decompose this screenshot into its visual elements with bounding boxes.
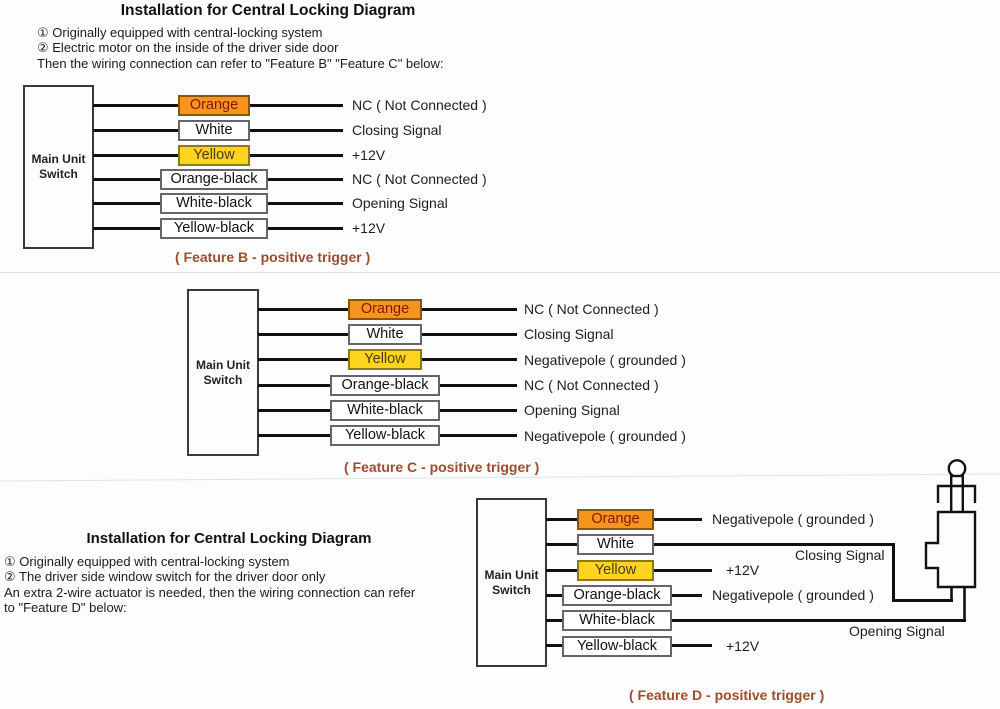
main-unit-label: Main Unit	[196, 357, 250, 372]
wire-function-label: Closing Signal	[352, 122, 442, 138]
wire-color-box-orange: Orange	[348, 299, 422, 320]
wire-color-box-orange-black: Orange-black	[330, 375, 440, 396]
wire-function-label: +12V	[352, 220, 386, 236]
wire-color-box-white-black: White-black	[160, 193, 268, 214]
wire-function-label: Negativepole ( grounded )	[524, 352, 686, 368]
main-unit-switch-box: Main Unit Switch	[187, 289, 259, 456]
wire-function-label: Closing Signal	[524, 326, 614, 342]
wire-color-box-white: White	[178, 120, 250, 141]
wire-function-label: Opening Signal	[352, 195, 448, 211]
main-unit-label: Switch	[39, 167, 78, 181]
feature-c-caption: ( Feature C - positive trigger )	[344, 459, 540, 475]
wire-line	[892, 599, 953, 602]
note-line: An extra 2-wire actuator is needed, then…	[4, 585, 416, 600]
wire-color-box-yellow: Yellow	[348, 349, 422, 370]
main-unit-label: Main Unit	[484, 567, 539, 582]
wire-function-label: NC ( Not Connected )	[524, 377, 659, 393]
wire-color-box-white: White	[348, 324, 422, 345]
note-line: Then the wiring connection can refer to …	[37, 56, 444, 71]
wire-color-box-orange: Orange	[577, 509, 654, 530]
wire-line	[546, 619, 966, 622]
wire-color-box-white-black: White-black	[562, 610, 672, 631]
wire-function-label: NC ( Not Connected )	[524, 301, 659, 317]
separator-line	[0, 272, 1000, 273]
wire-color-box-orange-black: Orange-black	[160, 169, 268, 190]
wire-function-label: +12V	[726, 562, 760, 578]
wire-function-label: Closing Signal	[795, 547, 885, 563]
note-line: ② The driver side window switch for the …	[4, 569, 326, 584]
main-unit-label: Switch	[203, 372, 243, 387]
main-unit-switch-box: Main Unit Switch	[476, 498, 547, 667]
wire-color-box-white-black: White-black	[330, 400, 440, 421]
wire-function-label: Opening Signal	[524, 402, 620, 418]
wire-line	[546, 543, 895, 546]
wire-function-label: Opening Signal	[849, 623, 945, 639]
wire-function-label: NC ( Not Connected )	[352, 171, 487, 187]
wire-color-box-yellow-black: Yellow-black	[330, 425, 440, 446]
note-line: to "Feature D" below:	[4, 600, 127, 615]
wire-function-label: Negativepole ( grounded )	[712, 511, 874, 527]
feature-b-caption: ( Feature B - positive trigger )	[175, 249, 371, 265]
note-line: ① Originally equipped with central-locki…	[37, 25, 323, 40]
door-lock-actuator-icon	[924, 459, 977, 621]
note-line: ② Electric motor on the inside of the dr…	[37, 40, 339, 55]
wire-function-label: +12V	[726, 638, 760, 654]
wire-function-label: NC ( Not Connected )	[352, 97, 487, 113]
wire-color-box-yellow: Yellow	[577, 560, 654, 581]
main-unit-switch-box: Main Unit Switch	[23, 85, 94, 249]
wire-function-label: Negativepole ( grounded )	[524, 428, 686, 444]
wire-color-box-yellow-black: Yellow-black	[160, 218, 268, 239]
section-title-top: Installation for Central Locking Diagram	[120, 2, 416, 19]
wire-function-label: +12V	[352, 147, 386, 163]
wire-color-box-orange-black: Orange-black	[562, 585, 672, 606]
feature-d-caption: ( Feature D - positive trigger )	[629, 687, 825, 703]
wire-color-box-yellow-black: Yellow-black	[562, 636, 672, 657]
main-unit-label: Switch	[492, 582, 531, 597]
wire-color-box-white: White	[577, 534, 654, 555]
note-line: ① Originally equipped with central-locki…	[4, 554, 290, 569]
section-title-bottom: Installation for Central Locking Diagram	[86, 530, 372, 547]
wire-function-label: Negativepole ( grounded )	[712, 587, 874, 603]
wire-color-box-yellow: Yellow	[178, 145, 250, 166]
wire-line-vertical	[892, 543, 895, 602]
wire-color-box-orange: Orange	[178, 95, 250, 116]
main-unit-label: Main Unit	[31, 152, 86, 166]
